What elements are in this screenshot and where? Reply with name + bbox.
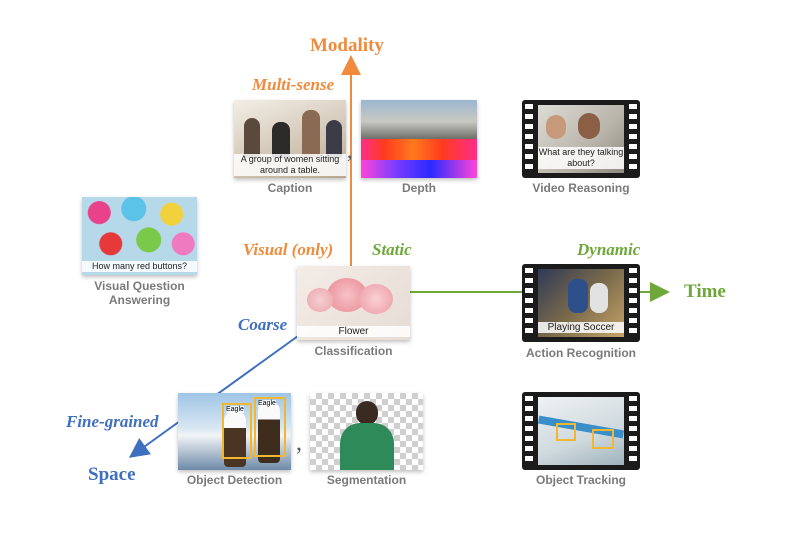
vqa-image: How many red buttons? [82,197,197,275]
fine-grained-label: Fine-grained [66,412,159,431]
caption-image: A group of women sitting around a table. [234,100,346,178]
caption-subtitle: A group of women sitting around a table. [234,154,346,176]
depth-image [361,100,477,178]
vqa-subtitle: How many red buttons? [82,261,197,272]
visual-only-label: Visual (only) [243,240,334,259]
object-tracking-label: Object Tracking [535,473,627,487]
vqa-label: Visual Question Answering [94,279,185,307]
action-recognition-label: Action Recognition [526,346,636,360]
detection-box-label-2: Eagle [258,400,276,407]
object-detection-label: Object Detection [186,473,283,487]
action-recognition-subtitle: Playing Soccer [538,322,624,333]
video-reasoning-film: What are they talking about? [522,100,640,178]
separator-comma-2: , [296,430,302,456]
classification-subtitle: Flower [297,326,410,337]
time-axis-label: Time [684,281,726,302]
classification-label: Classification [314,344,393,358]
object-detection-image: Eagle Eagle [178,393,291,470]
object-tracking-film [522,392,640,470]
detection-box-label-1: Eagle [226,406,244,413]
classification-image: Flower [297,266,410,340]
coarse-label: Coarse [238,315,288,334]
caption-label: Caption [267,181,313,195]
separator-comma: , [347,138,353,163]
video-reasoning-label: Video Reasoning [532,181,630,195]
video-reasoning-subtitle: What are they talking about? [538,147,624,169]
multi-sense-label: Multi-sense [252,75,335,94]
static-label: Static [372,240,412,259]
segmentation-label: Segmentation [326,473,407,487]
space-axis-label: Space [88,464,136,485]
modality-axis-label: Modality [310,35,384,56]
depth-label: Depth [402,181,436,195]
segmentation-image [310,393,423,470]
dynamic-label: Dynamic [577,240,641,259]
action-recognition-film: Playing Soccer [522,264,640,342]
